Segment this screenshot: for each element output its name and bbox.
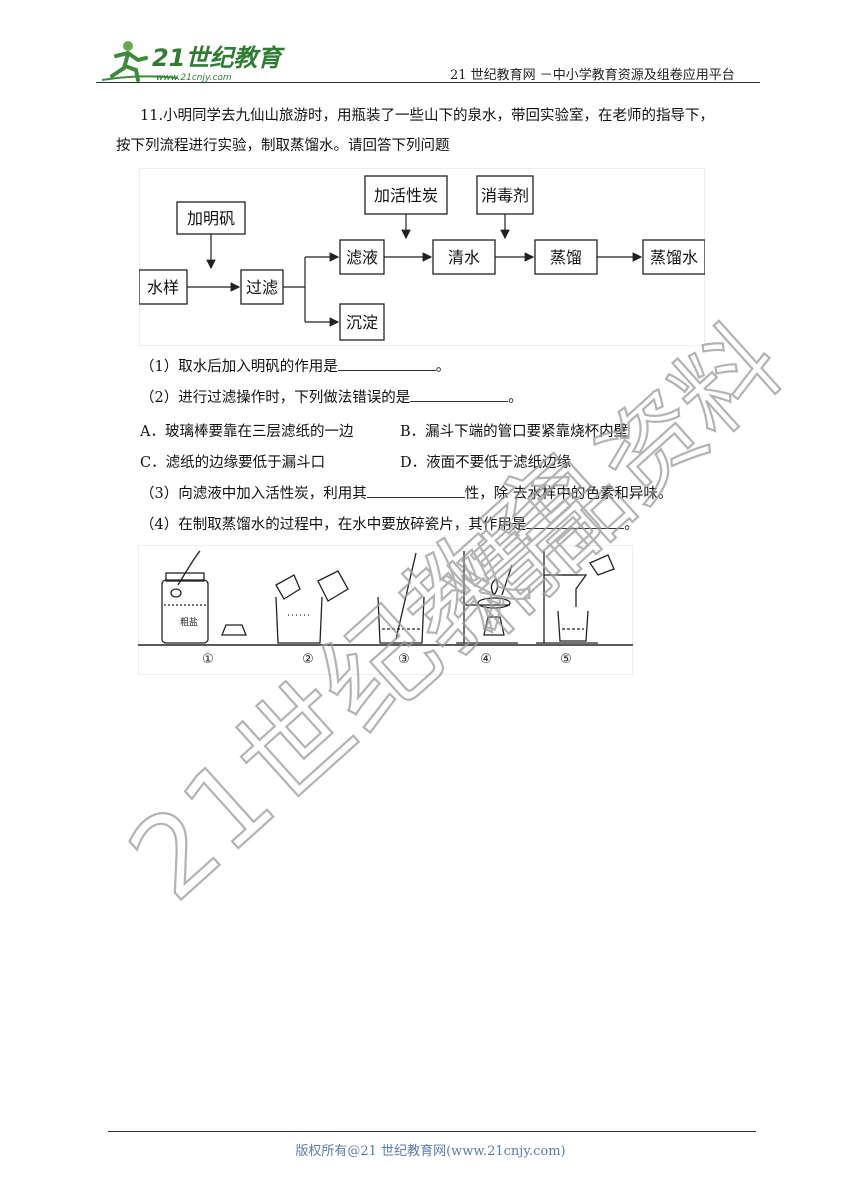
node-sample: 水样 xyxy=(147,278,179,297)
option-d: D．液面不要低于滤纸边缘 xyxy=(400,455,572,471)
header-title: 21 世纪教育网 －中小学教育资源及组卷应用平台 xyxy=(450,68,735,83)
bottle-label: 粗盐 xyxy=(180,616,198,628)
apparatus-label-5: ⑤ xyxy=(560,652,572,667)
node-distilledwater-box xyxy=(642,239,705,275)
logo-text: 21世纪教育 xyxy=(152,44,285,72)
answer-blank-4[interactable] xyxy=(526,514,625,529)
site-logo: 21世纪教育 www.21cnjy.com xyxy=(101,41,285,83)
footer-copyright: 版权所有@21 世纪教育网(www.21cnjy.com) xyxy=(295,1144,566,1159)
runner-icon xyxy=(101,41,179,82)
part-2: （2）进行过滤操作时，下列做法错误的是。 xyxy=(140,386,523,410)
answer-blank-3[interactable] xyxy=(366,483,465,498)
option-b: B．漏斗下端的管口要紧靠烧杯内壁 xyxy=(400,424,629,440)
node-disinfectant-box xyxy=(476,175,534,215)
footer-divider xyxy=(108,1131,756,1132)
stirring-beaker-icon xyxy=(377,552,425,644)
apparatus-label-1: ① xyxy=(202,652,214,667)
node-carbon: 加活性炭 xyxy=(374,186,438,205)
part-1: （1）取水后加入明矾的作用是。 xyxy=(140,355,450,379)
node-filtrate-box xyxy=(339,239,385,275)
apparatus-label-4: ④ xyxy=(480,652,492,667)
node-distill: 蒸馏 xyxy=(550,248,582,267)
node-carbon-box xyxy=(364,175,448,215)
node-clearwater: 清水 xyxy=(448,248,480,267)
pouring-beaker-icon xyxy=(275,570,349,644)
question-line-1: 11.小明同学去九仙山旅游时，用瓶装了一些山下的泉水，带回实验室，在老师的指导下… xyxy=(140,108,715,124)
apparatus-illustration: 粗盐 ① ② ③ ④ ⑤ xyxy=(138,545,633,675)
node-sediment: 沉淀 xyxy=(346,313,378,332)
node-distill-box xyxy=(534,239,598,275)
part-3: （3）向滤液中加入活性炭，利用其性，除 去水样中的色素和异味。 xyxy=(140,482,672,506)
apparatus-label-3: ③ xyxy=(398,652,410,667)
part-4: （4）在制取蒸馏水的过程中，在水中要放碎瓷片，其作用是。 xyxy=(140,513,639,537)
filtration-stand-icon xyxy=(536,551,615,644)
node-filter-box xyxy=(240,269,284,305)
logo-url: www.21cnjy.com xyxy=(156,73,232,83)
node-disinfectant: 消毒剂 xyxy=(481,186,529,205)
node-filter: 过滤 xyxy=(246,278,278,297)
apparatus-label-2: ② xyxy=(302,652,314,667)
salt-bottle-icon xyxy=(161,550,247,644)
evaporation-stand-icon xyxy=(456,551,518,644)
answer-blank-2[interactable] xyxy=(410,387,509,402)
node-filtrate: 滤液 xyxy=(346,248,378,267)
branch-line xyxy=(283,257,306,322)
option-c: C．滤纸的边缘要低于漏斗口 xyxy=(140,455,326,471)
option-a: A．玻璃棒要靠在三层滤纸的一边 xyxy=(140,424,354,440)
node-distilledwater: 蒸馏水 xyxy=(650,248,698,267)
process-flowchart: 加明矾 水样 过滤 滤液 沉淀 加活性炭 清水 消毒剂 蒸馏 蒸馏水 xyxy=(139,168,705,346)
node-alum: 加明矾 xyxy=(187,209,235,228)
question-line-2: 按下列流程进行实验，制取蒸馏水。请回答下列问题 xyxy=(116,138,450,154)
header-divider xyxy=(96,82,760,83)
watermark-line-1: 21世纪教育 xyxy=(106,433,632,925)
node-clearwater-box xyxy=(432,239,496,275)
node-sediment-box xyxy=(339,303,385,341)
answer-blank-1[interactable] xyxy=(337,356,436,371)
